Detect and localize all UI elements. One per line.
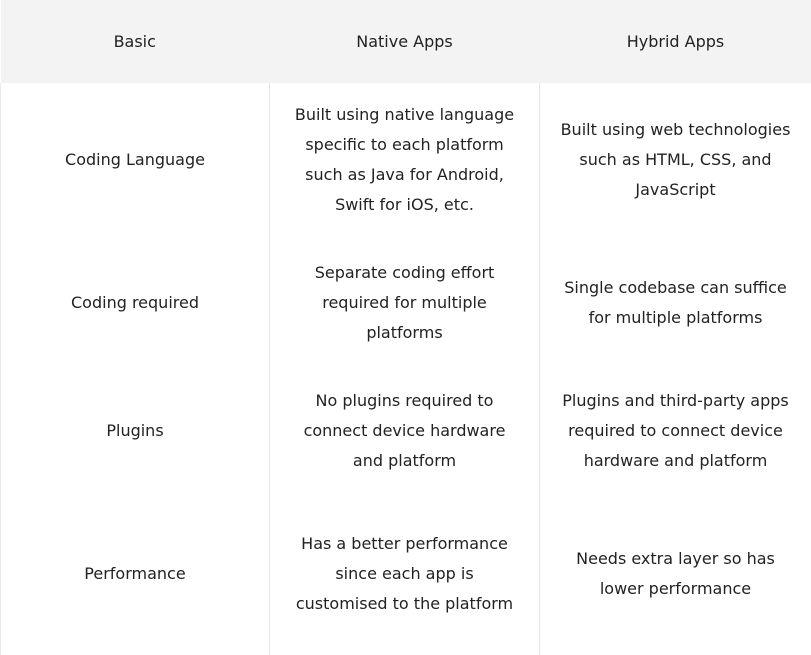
table-body: Coding Language Built using native langu…	[0, 83, 811, 655]
cell-native: Built using native language specific to …	[269, 83, 540, 237]
cell-basic: Coding Language	[0, 83, 270, 237]
cell-hybrid: Built using web technologies such as HTM…	[539, 83, 811, 237]
header-row: Basic Native Apps Hybrid Apps	[0, 0, 811, 83]
cell-basic: Coding required	[0, 237, 270, 369]
table-row: Coding required Separate coding effort r…	[0, 237, 811, 369]
table-row: Plugins No plugins required to connect d…	[0, 369, 811, 493]
cell-basic: Performance	[0, 493, 270, 655]
cell-native: Separate coding effort required for mult…	[269, 237, 540, 369]
cell-hybrid: Single codebase can suffice for multiple…	[539, 237, 811, 369]
header-native-apps: Native Apps	[269, 0, 540, 83]
cell-native: Has a better performance since each app …	[269, 493, 540, 655]
table-row: Coding Language Built using native langu…	[0, 83, 811, 237]
cell-native: No plugins required to connect device ha…	[269, 369, 540, 493]
cell-hybrid: Needs extra layer so has lower performan…	[539, 493, 811, 655]
header-hybrid-apps: Hybrid Apps	[539, 0, 811, 83]
cell-basic: Plugins	[0, 369, 270, 493]
header-basic: Basic	[0, 0, 270, 83]
table-header: Basic Native Apps Hybrid Apps	[0, 0, 811, 83]
cell-hybrid: Plugins and third-party apps required to…	[539, 369, 811, 493]
table-row: Performance Has a better performance sin…	[0, 493, 811, 655]
